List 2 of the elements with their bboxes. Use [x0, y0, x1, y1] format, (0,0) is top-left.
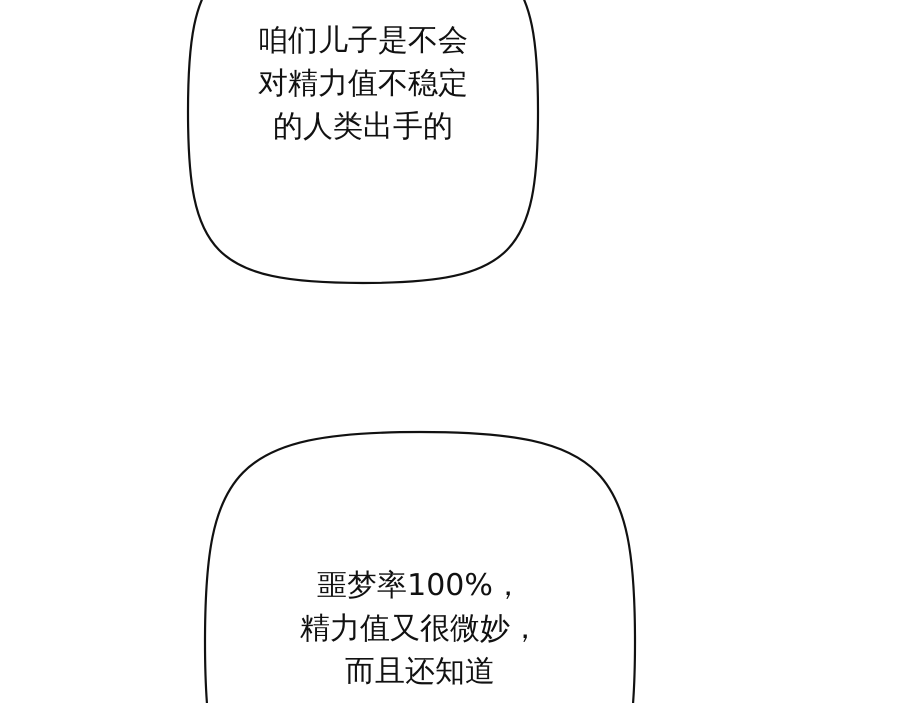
speech-text: 咱们儿子是不会对精力值不稳定的人类出手的 — [258, 22, 468, 146]
speech-text: 噩梦率100%，精力值又很微妙，而且还知道 — [300, 567, 540, 691]
